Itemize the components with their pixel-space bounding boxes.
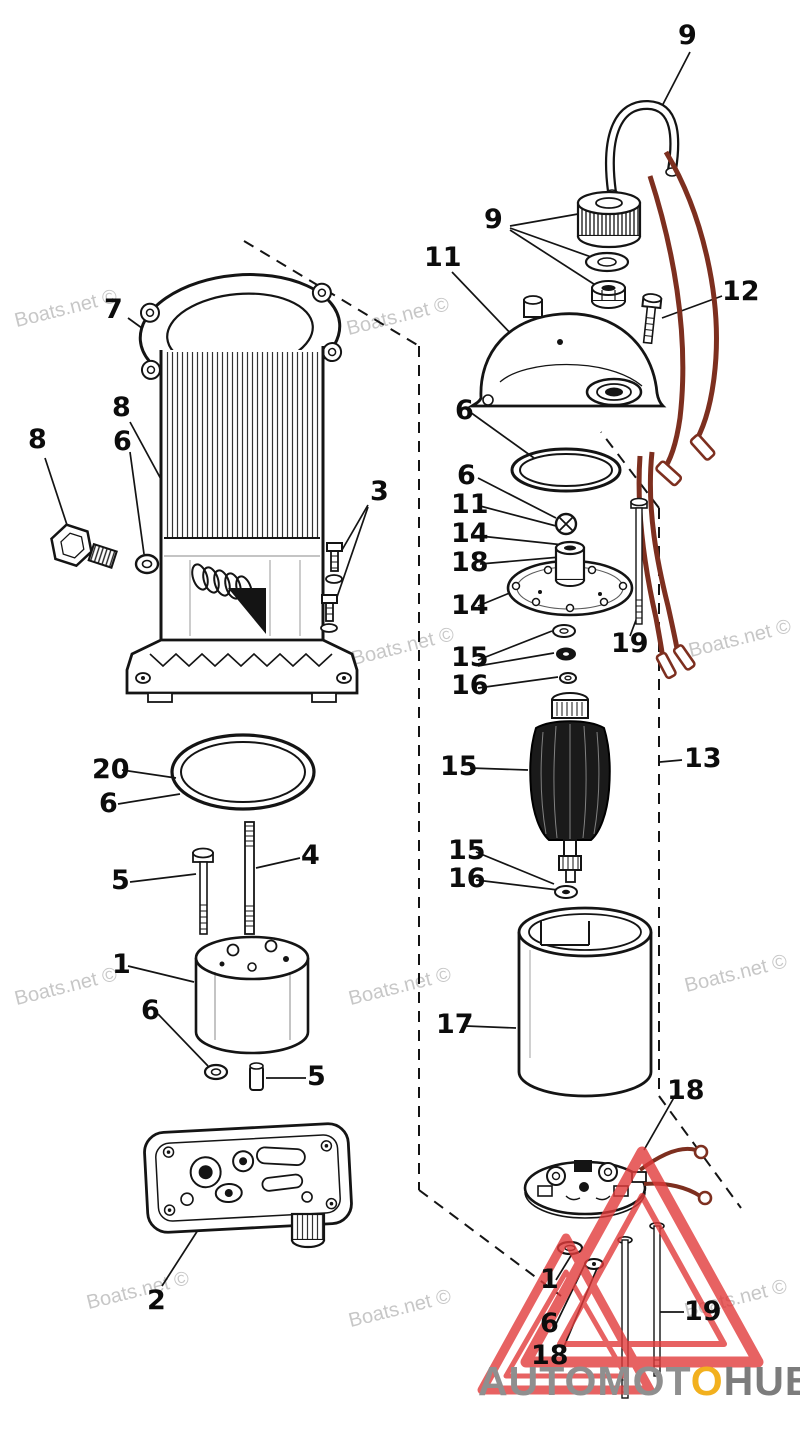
grommet-nut bbox=[591, 280, 626, 309]
part-label-14-end-plate: 14 bbox=[451, 590, 489, 621]
part-label-20-oring: 20 bbox=[92, 754, 130, 785]
part-label-6-plug-oring: 6 bbox=[113, 426, 132, 457]
part-label-6-seal-washer: 6 bbox=[457, 460, 476, 491]
base-oring bbox=[170, 733, 316, 811]
plug-spring bbox=[191, 563, 253, 603]
part-label-18-upper: 18 bbox=[451, 547, 489, 578]
part-label-6-adapter-oring: 6 bbox=[141, 995, 160, 1026]
part-label-5-pin: 5 bbox=[307, 1061, 326, 1092]
pump-adapter bbox=[194, 935, 310, 1055]
part-label-16-washers: 16 bbox=[451, 670, 489, 701]
part-label-3-screws: 3 bbox=[370, 476, 389, 507]
motor-frame bbox=[517, 906, 653, 1098]
brand-logo: AUTOMOTOHUB bbox=[478, 1358, 800, 1405]
cover-screw bbox=[641, 293, 663, 345]
part-label-13-assembly: 13 bbox=[684, 743, 722, 774]
part-label-15-washers: 15 bbox=[451, 642, 489, 673]
part-label-7-housing: 7 bbox=[104, 294, 123, 325]
brand-logo-text-1: AUTOMOT bbox=[478, 1358, 691, 1404]
part-label-9-grommet: 9 bbox=[484, 204, 503, 235]
plug-oring bbox=[134, 553, 160, 575]
part-label-6-cover-oring: 6 bbox=[455, 395, 474, 426]
brand-logo-accent-letter: O bbox=[690, 1358, 724, 1404]
brand-logo-text-2: HUB bbox=[723, 1358, 800, 1404]
part-label-15-armature: 15 bbox=[440, 751, 478, 782]
pump-bolt bbox=[192, 847, 214, 935]
part-label-4-stud: 4 bbox=[301, 840, 320, 871]
part-label-6-base-oring: 6 bbox=[99, 788, 118, 819]
part-label-8-spring: 8 bbox=[112, 392, 131, 423]
part-label-12-cover-screw: 12 bbox=[722, 276, 760, 307]
part-label-19-upper-bolt: 19 bbox=[611, 628, 649, 659]
end-plate bbox=[506, 540, 634, 617]
part-label-1-adapter: 1 bbox=[112, 949, 131, 980]
through-bolt-upper bbox=[630, 497, 648, 625]
armature bbox=[529, 692, 611, 883]
part-label-14-upper: 14 bbox=[451, 518, 489, 549]
thrust-washers-upper bbox=[552, 624, 577, 684]
tube-grommet bbox=[576, 190, 642, 249]
part-label-18-bottom: 18 bbox=[531, 1340, 569, 1371]
part-label-11-seal: 11 bbox=[451, 489, 489, 520]
cover-oring bbox=[510, 447, 622, 493]
part-label-1-bottom: 1 bbox=[540, 1264, 559, 1295]
valve-pin bbox=[249, 1062, 264, 1091]
part-label-19-lower-bolt: 19 bbox=[684, 1296, 722, 1327]
grommet-washer bbox=[584, 251, 630, 273]
mounting-stud bbox=[244, 821, 255, 935]
part-label-11-cover: 11 bbox=[424, 242, 462, 273]
part-label-18-end-cap: 18 bbox=[667, 1075, 705, 1106]
part-label-9-tube: 9 bbox=[678, 20, 697, 51]
part-label-2-valve-body: 2 bbox=[147, 1285, 166, 1316]
part-label-5-bolt: 5 bbox=[111, 865, 130, 896]
motor-cover bbox=[466, 295, 667, 408]
part-label-17-frame: 17 bbox=[436, 1009, 474, 1040]
thrust-washer-lower bbox=[554, 885, 578, 899]
part-label-16-lower: 16 bbox=[448, 863, 486, 894]
part-label-8-plug: 8 bbox=[28, 424, 47, 455]
brand-triangle-logo bbox=[477, 1146, 764, 1395]
fill-plug bbox=[50, 523, 118, 569]
valve-body bbox=[143, 1122, 353, 1249]
battery-cables-upper bbox=[647, 150, 719, 487]
housing-screws bbox=[320, 542, 343, 633]
adapter-oring bbox=[203, 1063, 229, 1081]
part-label-15-lower: 15 bbox=[448, 835, 486, 866]
pump-motor-housing bbox=[159, 346, 325, 640]
seal-washer bbox=[554, 512, 578, 536]
part-label-6-bottom: 6 bbox=[540, 1308, 559, 1339]
pump-bottom-flange bbox=[125, 638, 359, 703]
